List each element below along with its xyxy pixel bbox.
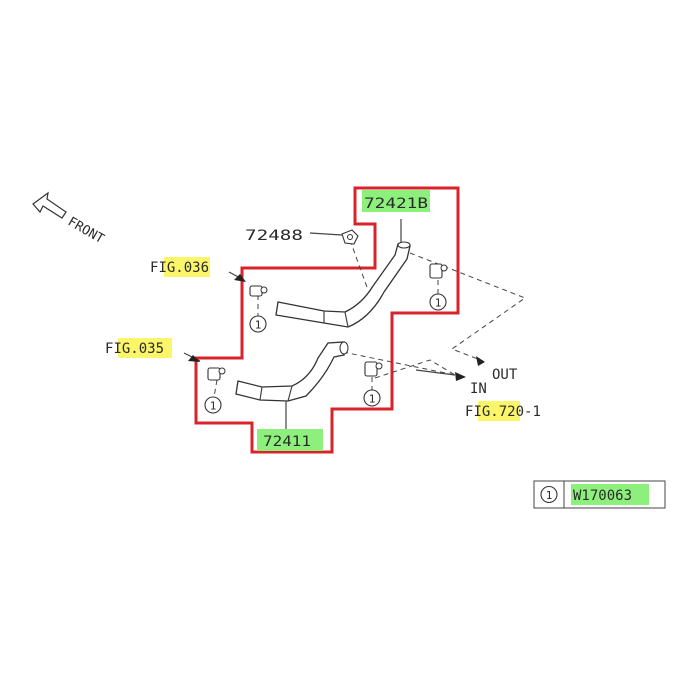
svg-text:1: 1: [369, 393, 376, 406]
clamp-icon: [207, 263, 448, 381]
arrow-head: [234, 274, 246, 282]
flow-in-label: IN: [470, 381, 487, 397]
flow-lines: [213, 239, 527, 398]
arrow-head: [476, 356, 485, 366]
part-number-72421b: 72421B: [364, 196, 428, 212]
clip-icon: [341, 229, 359, 245]
part-highlight: [571, 484, 649, 505]
svg-text:1: 1: [435, 297, 442, 310]
front-label: FRONT: [65, 214, 107, 247]
ref-fig-036: FIG.036: [150, 260, 209, 276]
part-highlight: [257, 429, 323, 451]
legend-number: 1: [546, 489, 553, 502]
ref-fig-720-1: FIG.720-1: [465, 404, 541, 420]
part-number-72411: 72411: [263, 434, 311, 450]
legend-table: 1 W170063: [533, 480, 666, 509]
arrow-head: [455, 372, 466, 381]
ref-highlight: [164, 257, 210, 277]
svg-text:1: 1: [255, 319, 262, 332]
kit-outline: [194, 186, 460, 454]
legend-part-number: W170063: [573, 488, 632, 504]
flow-out-label: OUT: [492, 367, 518, 383]
part-number-72488: 72488: [245, 228, 303, 244]
part-highlight: [362, 190, 430, 212]
svg-text:1: 1: [210, 400, 217, 413]
ref-fig-035: FIG.035: [105, 341, 164, 357]
callout-1: 1: [429, 293, 447, 311]
front-arrow-icon: [32, 191, 67, 219]
ref-highlight: [478, 401, 520, 421]
lower-hose: [235, 341, 349, 432]
arrow-head: [188, 355, 200, 362]
callout-1: 1: [249, 315, 267, 333]
callout-1: 1: [363, 389, 381, 407]
callout-1: 1: [204, 396, 222, 414]
ref-highlight: [118, 338, 172, 358]
upper-hose: [275, 219, 411, 328]
